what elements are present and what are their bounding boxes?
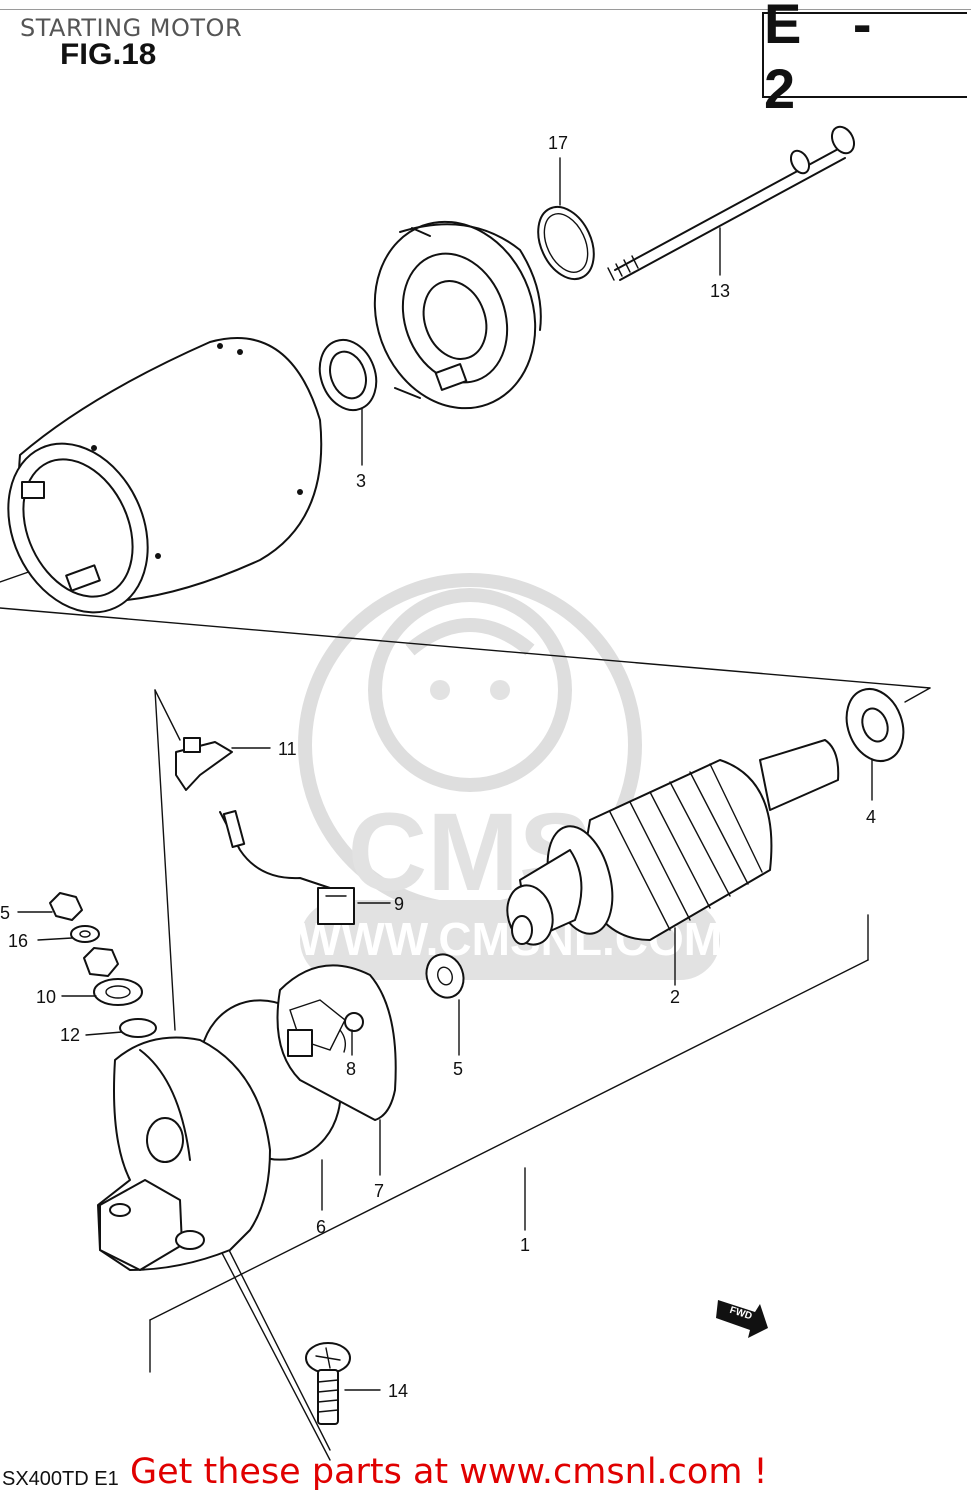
callout-7: 7 [374, 1181, 385, 1201]
leader-lines [17, 157, 873, 1391]
callout-13: 13 [710, 281, 731, 301]
callout-9: 9 [394, 894, 405, 914]
rear-bracket [97, 1036, 271, 1271]
spring-8 [339, 1029, 347, 1053]
callout-2: 2 [670, 987, 681, 1007]
brush-9 [219, 810, 355, 925]
screw-14 [305, 1342, 351, 1425]
model-code: SX400TD E1 [2, 1468, 119, 1490]
callout-5-left: 5 [0, 903, 11, 923]
washer-5 [425, 953, 465, 999]
through-bolt [607, 125, 856, 281]
callout-11: 11 [278, 739, 297, 759]
o-ring-17 [537, 205, 595, 281]
oil-seal-3 [318, 338, 378, 412]
callout-17: 17 [548, 133, 569, 153]
callout-1: 1 [520, 1235, 531, 1255]
callout-10: 10 [36, 987, 57, 1007]
reference-lines [0, 567, 931, 1461]
washer-4 [845, 688, 905, 762]
header-rule [0, 9, 971, 10]
armature-2 [506, 739, 840, 946]
front-bracket [373, 220, 542, 410]
promo-link[interactable]: Get these parts at www.cmsnl.com ! [130, 1452, 768, 1492]
motor-yoke [7, 337, 323, 614]
callout-12: 12 [60, 1025, 81, 1045]
brush-plate-7 [276, 964, 397, 1121]
callout-4: 4 [866, 807, 877, 827]
figure-number: FIG.18 [60, 38, 157, 71]
callout-5-right: 5 [453, 1059, 464, 1079]
callout-14: 14 [388, 1381, 409, 1401]
callout-8: 8 [346, 1059, 357, 1079]
brush-clip-11 [175, 737, 233, 791]
callout-16: 16 [8, 931, 29, 951]
fwd-arrow: FWD [716, 1300, 768, 1338]
small-parts-stack [49, 892, 157, 1038]
page-title: STARTING MOTOR [20, 14, 243, 42]
callout-3: 3 [356, 471, 367, 491]
callout-6: 6 [316, 1217, 327, 1237]
